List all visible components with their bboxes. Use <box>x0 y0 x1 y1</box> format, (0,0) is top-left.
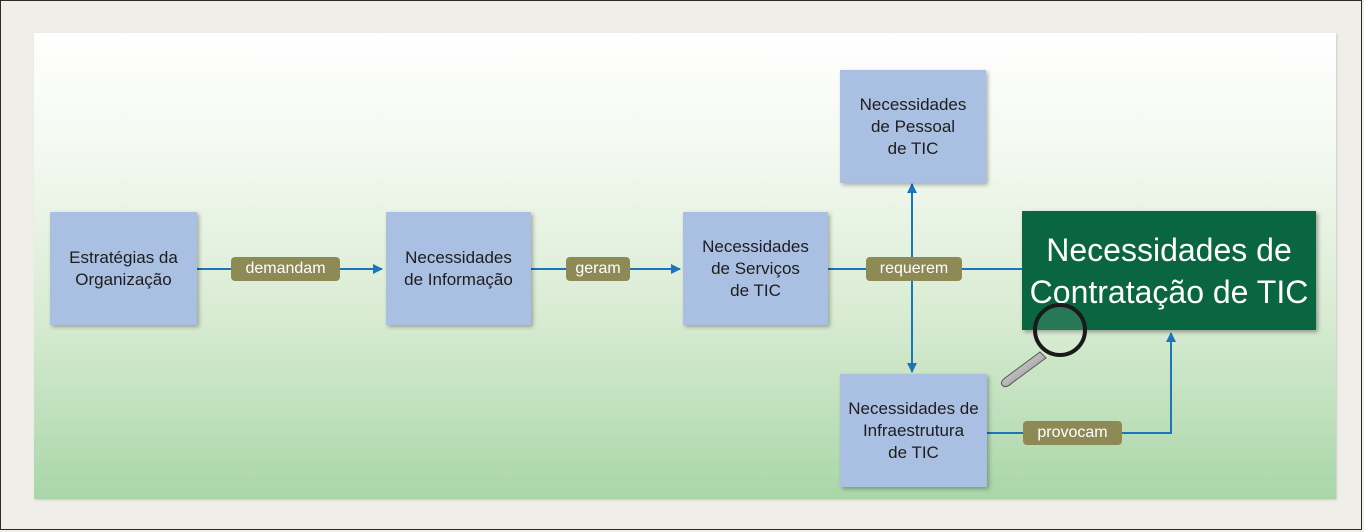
label-demandam: demandam <box>231 257 340 281</box>
node-necessidades-infraestrutura: Necessidades de Infraestrutura de TIC <box>840 374 987 487</box>
label-geram: geram <box>566 257 630 281</box>
contratacao-line-1: Necessidades de <box>1046 231 1292 268</box>
node-necessidades-servicos: Necessidades de Serviços de TIC <box>683 212 828 325</box>
contratacao-line-2: Contratação de TIC <box>1029 273 1309 310</box>
node-estrategias-organizacao: Estratégias da Organização <box>50 212 197 325</box>
node-necessidades-pessoal: Necessidades de Pessoal de TIC <box>840 70 986 183</box>
label-requerem: requerem <box>866 257 962 281</box>
label-provocam: provocam <box>1023 421 1122 445</box>
node-necessidades-informacao: Necessidades de Informação <box>386 212 531 325</box>
arrow-infraestrutura-contratacao <box>987 332 1176 434</box>
node-necessidades-contratacao: Necessidades de Contratação de TIC <box>1022 211 1316 330</box>
